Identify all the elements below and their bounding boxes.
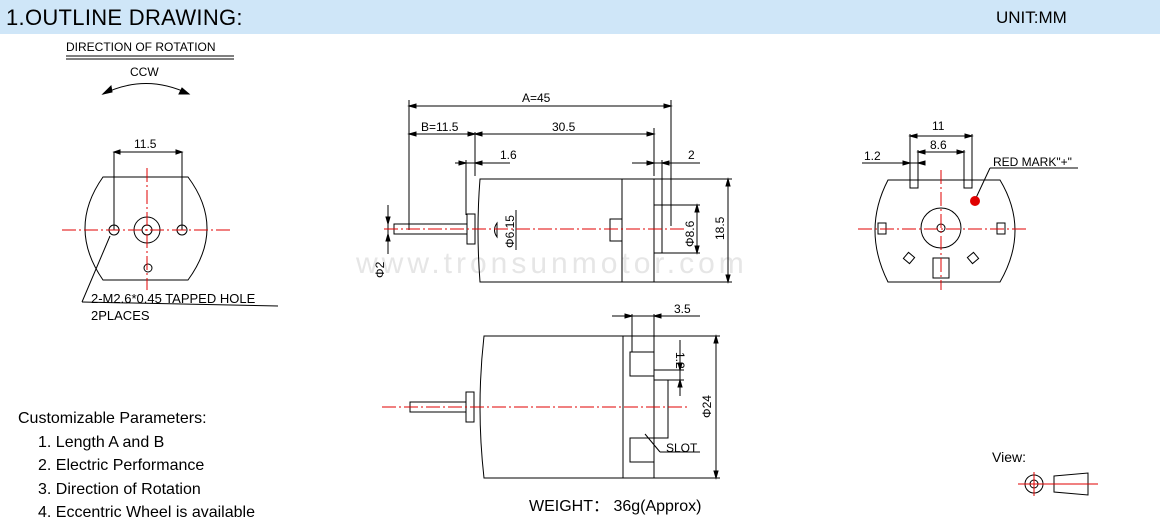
parameter-item: 2. Electric Performance (38, 457, 205, 474)
red-mark-dot (970, 196, 980, 206)
view-symbol-center (1018, 472, 1098, 496)
parameter-item: 1. Length A and B (38, 433, 165, 451)
header-bar: 1.OUTLINE DRAWING: UNIT:MM (0, 0, 1160, 34)
parameter-item: 4. Eccentric Wheel is available (38, 504, 255, 521)
body-length-dim: 30.5 (552, 120, 576, 134)
parameters-title: Customizable Parameters: (18, 410, 207, 427)
direction-label: DIRECTION OF ROTATION (66, 40, 216, 54)
customizable-parameters: Customizable Parameters: 1. Length A and… (18, 407, 255, 525)
height-dim: 18.5 (713, 216, 727, 240)
terminal-gap-dim: 8.6 (930, 138, 947, 152)
red-mark-label: RED MARK"+" (993, 155, 1072, 169)
flange-dim: 1.6 (500, 148, 517, 162)
hole-note-line1: 2-M2.6*0.45 TAPPED HOLE (91, 291, 256, 306)
terminal-thickness-dim: 1.2 (673, 352, 687, 369)
slot-label: SLOT (666, 441, 698, 455)
front-view (66, 55, 279, 307)
parameter-item: 3. Direction of Rotation (38, 480, 201, 498)
length-a-dim: A=45 (522, 91, 551, 105)
watermark: www.tronsunmotor.com (355, 247, 748, 280)
rear-center-lines (858, 170, 1026, 290)
rear-width-dim: 11 (932, 119, 945, 133)
weight-label: WEIGHT： 36g(Approx) (529, 498, 702, 515)
bottom-view (409, 313, 720, 480)
hole-spacing-dim: 11.5 (134, 137, 157, 151)
diameter-dim: Φ24 (700, 395, 714, 418)
view-label: View: (992, 449, 1026, 465)
length-b-dim: B=11.5 (421, 120, 459, 134)
rear-dim: 2 (688, 148, 695, 162)
unit-label: UNIT:MM (996, 8, 1067, 27)
terminal-length-dim: 3.5 (674, 302, 691, 316)
shaft-dia-dim: Φ2 (373, 261, 387, 278)
boss-dia-dim: Φ6.15 (503, 215, 517, 248)
front-center-lines (62, 168, 232, 290)
rotation-label: CCW (130, 65, 159, 79)
terminal-width-dim: 1.2 (864, 149, 881, 163)
page-title: 1.OUTLINE DRAWING: (6, 5, 243, 30)
hole-note-line2: 2PLACES (91, 308, 150, 323)
rear-boss-dia-dim: Φ8.6 (683, 220, 697, 247)
